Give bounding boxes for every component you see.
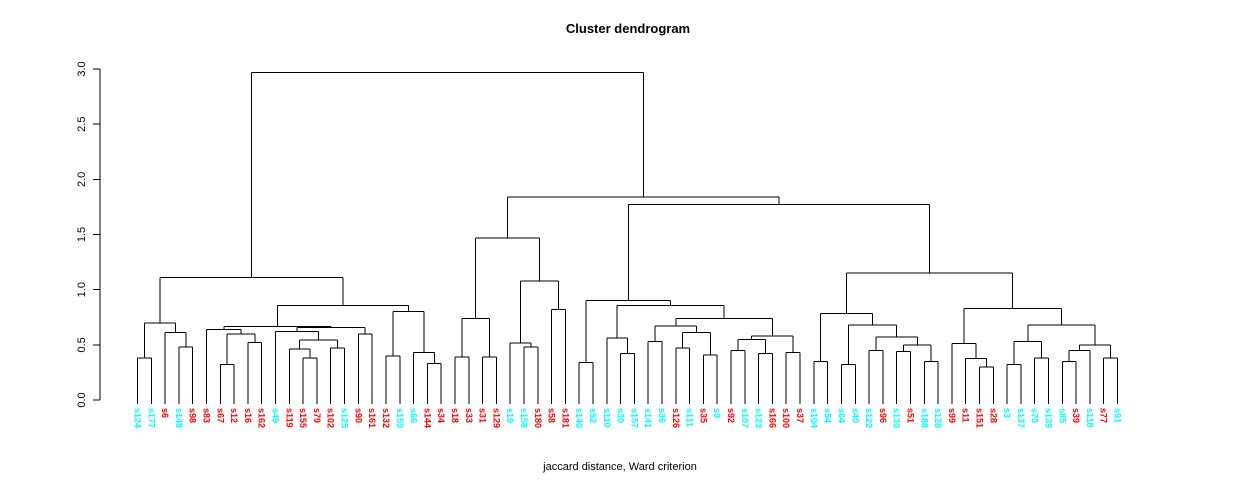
leaf-label-s110: s110 [602,408,612,428]
leaf-label-s18: s18 [450,408,460,423]
leaf-label-s119: s119 [284,408,294,428]
leaf-label-s159: s159 [395,408,405,428]
leaf-label-s158: s158 [519,408,529,428]
leaf-label-s9: s9 [712,408,722,418]
leaf-label-s79: s79 [312,408,322,423]
leaf-label-s28: s28 [988,408,998,423]
leaf-label-s30: s30 [616,408,626,423]
leaf-label-s35: s35 [698,408,708,423]
leaf-label-s98: s98 [188,408,198,423]
y-tick-label: 1.0 [76,282,88,297]
leaf-label-s141: s141 [643,408,653,428]
chart-title: Cluster dendrogram [566,21,690,36]
leaf-label-s19: s19 [505,408,515,423]
leaf-label-s58: s58 [547,408,557,423]
leaf-label-s125: s125 [340,408,350,428]
leaf-label-s37: s37 [795,408,805,423]
y-tick-label: 0.0 [76,392,88,407]
y-axis: 0.0 0.5 1.0 1.5 2.0 2.5 3.0 [76,61,101,408]
leaf-label-s40: s40 [850,408,860,423]
leaf-label-s70: s70 [1030,408,1040,423]
leaf-label-s140: s140 [574,408,584,428]
leaf-label-s137: s137 [1016,408,1026,428]
leaf-label-s96: s96 [878,408,888,423]
leaf-label-s85: s85 [1057,408,1067,423]
leaf-label-s52: s52 [588,408,598,423]
leaf-label-s130: s130 [892,408,902,428]
leaf-label-s181: s181 [560,408,570,428]
leaf-label-s49: s49 [271,408,281,423]
leaf-label-s129: s129 [491,408,501,428]
leaf-label-s66: s66 [409,408,419,423]
leaf-label-s67: s67 [215,408,225,423]
leaf-label-s107: s107 [740,408,750,428]
leaf-label-s104: s104 [809,408,819,428]
dendrogram-lines [137,71,1119,404]
leaf-label-s92: s92 [726,408,736,423]
leaf-label-s11: s11 [961,408,971,423]
leaf-label-s39: s39 [1071,408,1081,423]
leaf-label-s91: s91 [1113,408,1123,423]
leaf-label-s6: s6 [160,408,170,418]
leaf-label-s123: s123 [754,408,764,428]
y-tick-label: 2.5 [76,117,88,132]
y-tick-label: 2.0 [76,172,88,187]
leaf-label-s3: s3 [1002,408,1012,418]
y-tick-label: 1.5 [76,227,88,242]
x-axis-caption: jaccard distance, Ward criterion [542,461,697,473]
leaf-label-s161: s161 [367,408,377,428]
leaf-label-s12: s12 [229,408,239,423]
leaf-label-s166: s166 [767,408,777,428]
leaf-label-s111: s111 [685,408,695,427]
leaf-label-s148: s148 [174,408,184,428]
leaf-label-s139: s139 [1043,408,1053,428]
leaf-label-s16: s16 [243,408,253,423]
leaf-label-s34: s34 [436,408,446,423]
leaf-label-s33: s33 [464,408,474,423]
leaf-label-s90: s90 [353,408,363,423]
leaf-label-s36: s36 [657,408,667,423]
leaf-label-s144: s144 [422,408,432,428]
y-tick-label: 3.0 [76,61,88,76]
leaf-label-s155: s155 [298,408,308,428]
leaf-label-s51: s51 [905,408,915,423]
leaf-label-s180: s180 [533,408,543,428]
leaf-label-s124: s124 [133,408,143,428]
leaf-label-s151: s151 [974,408,984,428]
leaf-label-s100: s100 [781,408,791,428]
leaf-label-s102: s102 [326,408,336,428]
leaf-label-s54: s54 [823,408,833,423]
leaf-label-s188: s188 [919,408,929,428]
leaf-label-s77: s77 [1099,408,1109,423]
leaf-label-s64: s64 [836,408,846,423]
leaf-label-s31: s31 [478,408,488,423]
leaf-label-s83: s83 [202,408,212,423]
leaf-label-s126: s126 [671,408,681,428]
leaf-label-s157: s157 [629,408,639,428]
leaf-label-s122: s122 [864,408,874,428]
leaf-label-s118: s118 [1085,408,1095,428]
leaf-label-s162: s162 [257,408,267,428]
leaf-label-s177: s177 [146,408,156,428]
leaf-label-s99: s99 [947,408,957,423]
leaf-label-s128: s128 [933,408,943,428]
y-tick-label: 0.5 [76,337,88,352]
leaf-label-s132: s132 [381,408,391,428]
